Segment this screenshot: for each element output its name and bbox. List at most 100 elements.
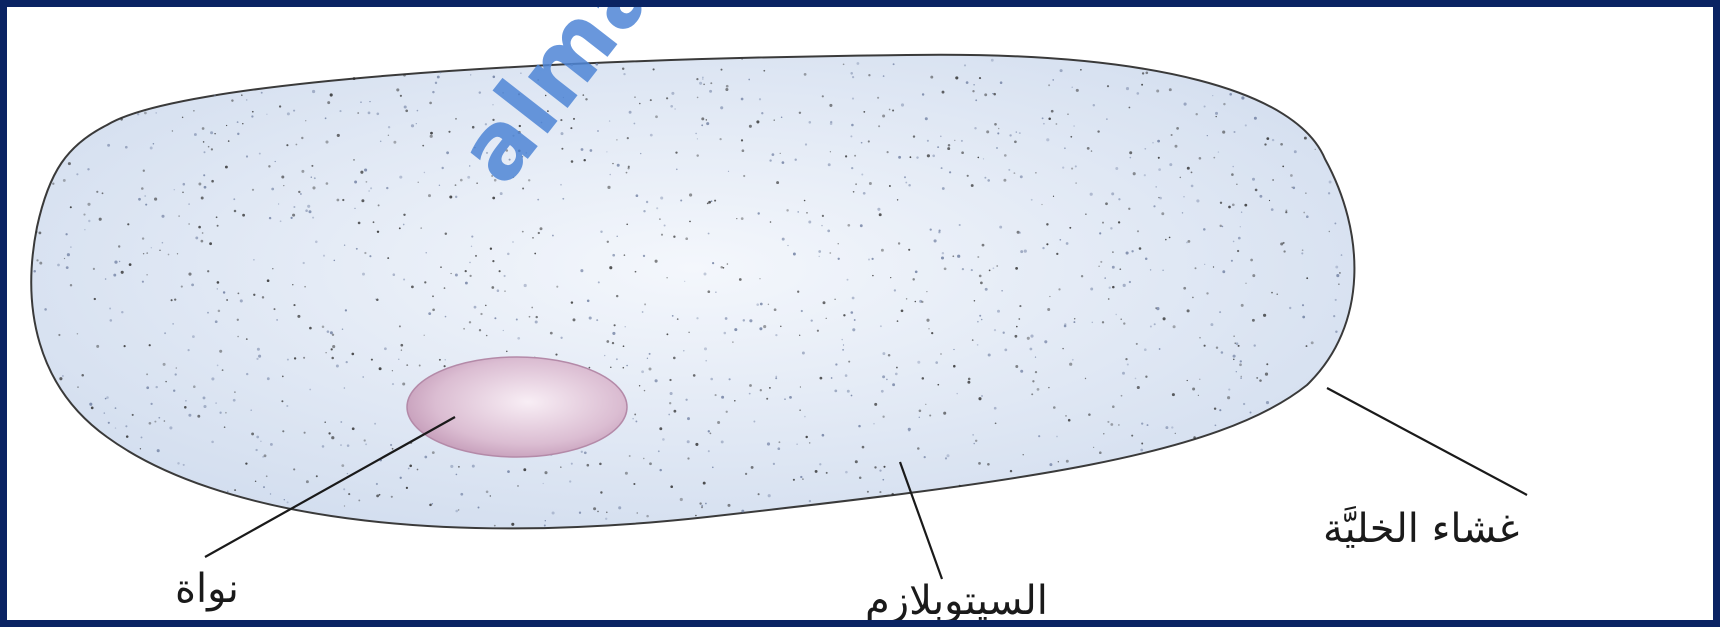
cytoplasm-speck [1018, 318, 1020, 320]
cytoplasm-speck [1294, 150, 1297, 153]
cytoplasm-speck [409, 465, 412, 468]
cytoplasm-speck [217, 225, 219, 227]
cytoplasm-speck [1120, 319, 1121, 320]
cytoplasm-speck [646, 515, 649, 518]
cytoplasm-speck [384, 347, 387, 350]
cytoplasm-speck [331, 436, 334, 439]
cytoplasm-speck [522, 231, 524, 233]
cytoplasm-speck [685, 399, 687, 401]
cytoplasm-speck [1165, 426, 1168, 429]
cytoplasm-speck [930, 76, 933, 79]
cytoplasm-speck [246, 99, 248, 101]
cytoplasm-speck [991, 59, 994, 62]
cytoplasm-speck [848, 361, 850, 363]
cytoplasm-speck [125, 425, 127, 427]
cytoplasm-speck [347, 444, 350, 447]
cytoplasm-speck [819, 256, 820, 257]
cytoplasm-speck [1227, 396, 1230, 399]
cytoplasm-speck [118, 245, 120, 247]
cytoplasm-speck [181, 286, 183, 288]
cytoplasm-speck [643, 210, 645, 212]
cytoplasm-speck [456, 474, 458, 476]
cytoplasm-speck [882, 479, 884, 481]
cytoplasm-speck [696, 78, 698, 80]
cytoplasm-speck [1118, 424, 1119, 425]
cytoplasm-speck [255, 481, 256, 482]
cytoplasm-speck [246, 373, 248, 375]
cytoplasm-speck [940, 136, 942, 138]
cytoplasm-speck [324, 421, 325, 422]
cytoplasm-speck [1088, 413, 1091, 416]
cytoplasm-speck [146, 252, 148, 254]
cytoplasm-speck [1220, 202, 1222, 204]
cytoplasm-speck [450, 465, 453, 468]
cytoplasm-speck [497, 289, 500, 292]
cytoplasm-speck [863, 111, 865, 113]
cytoplasm-speck [1015, 365, 1018, 368]
cytoplasm-speck [709, 90, 712, 93]
cytoplasm-speck [1030, 348, 1033, 351]
cytoplasm-speck [292, 284, 293, 285]
cytoplasm-speck [767, 442, 770, 445]
cytoplasm-speck [1272, 139, 1274, 141]
cytoplasm-speck [587, 464, 590, 467]
cytoplasm-speck [852, 98, 854, 100]
cytoplasm-speck [1064, 325, 1067, 328]
cytoplasm-speck [763, 325, 766, 328]
cytoplasm-speck [1062, 348, 1063, 349]
cytoplasm-speck [192, 335, 195, 338]
cytoplasm-speck [155, 112, 157, 114]
cytoplasm-speck [486, 335, 488, 337]
cytoplasm-speck [469, 275, 471, 277]
cytoplasm-speck [234, 210, 237, 213]
cytoplasm-speck [304, 432, 306, 434]
cytoplasm-speck [430, 132, 433, 135]
cytoplasm-speck [981, 319, 983, 321]
cytoplasm-speck [234, 391, 236, 393]
cytoplasm-speck [1184, 103, 1187, 106]
cytoplasm-speck [369, 255, 371, 257]
cytoplasm-speck [811, 319, 813, 321]
cytoplasm-speck [1015, 335, 1018, 338]
cytoplasm-speck [739, 278, 742, 281]
cytoplasm-speck [702, 78, 704, 80]
cytoplasm-speck [39, 232, 42, 235]
cytoplasm-speck [241, 94, 243, 96]
cytoplasm-speck [775, 377, 777, 379]
cytoplasm-speck [855, 460, 858, 463]
cytoplasm-speck [943, 412, 946, 415]
cytoplasm-speck [1215, 116, 1216, 117]
cytoplasm-speck [504, 290, 505, 291]
cytoplasm-speck [1306, 277, 1308, 279]
cytoplasm-speck [623, 345, 625, 347]
cytoplasm-speck [609, 174, 611, 176]
cytoplasm-speck [231, 99, 233, 101]
cytoplasm-speck [479, 329, 481, 331]
cytoplasm-speck [1112, 251, 1114, 253]
cell-membrane-outline [31, 55, 1354, 529]
cytoplasm-speck [342, 199, 344, 201]
cytoplasm-speck [287, 359, 289, 361]
cytoplasm-speck [374, 423, 376, 425]
cytoplasm-speck [1049, 463, 1052, 466]
cytoplasm-speck [873, 423, 874, 424]
cytoplasm-speck [150, 147, 153, 150]
cytoplasm-speck [1144, 148, 1146, 150]
cytoplasm-speck [400, 95, 402, 97]
cytoplasm-speck [634, 413, 636, 415]
cytoplasm-speck [1112, 286, 1115, 289]
cytoplasm-speck [432, 91, 434, 93]
cytoplasm-speck [756, 303, 759, 306]
cytoplasm-speck [1250, 259, 1253, 262]
cytoplasm-speck [58, 334, 60, 336]
cytoplasm-speck [401, 349, 402, 350]
cytoplasm-speck [83, 214, 85, 216]
cytoplasm-speck [336, 365, 339, 368]
cytoplasm-speck [428, 312, 431, 315]
cytoplasm-speck [1059, 239, 1061, 241]
cytoplasm-speck [1171, 134, 1173, 136]
cytoplasm-speck [408, 468, 410, 470]
cytoplasm-speck [358, 499, 360, 501]
cytoplasm-speck [797, 291, 799, 293]
cytoplasm-speck [1072, 87, 1073, 88]
